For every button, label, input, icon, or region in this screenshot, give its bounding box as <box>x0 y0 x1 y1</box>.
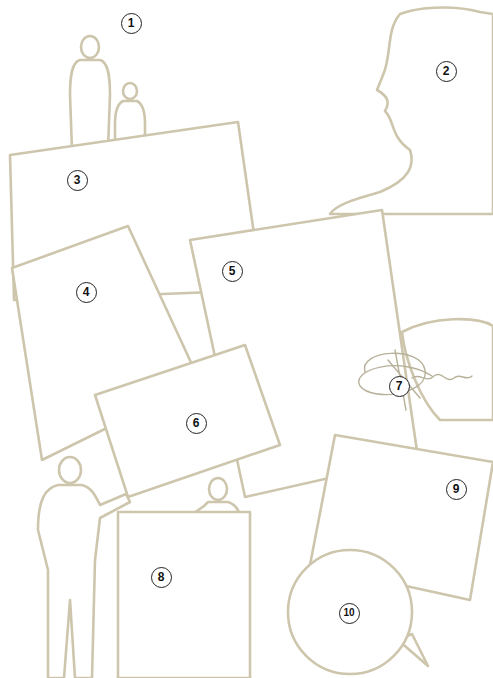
person-silhouette <box>123 83 137 99</box>
picture-frame <box>118 512 250 678</box>
person-silhouette <box>81 36 99 58</box>
person-silhouette <box>209 478 227 500</box>
callout-number: 3 <box>67 170 88 191</box>
signature-bubble <box>402 319 493 420</box>
speech-circle <box>288 550 412 674</box>
callout-number: 6 <box>186 413 207 434</box>
callout-number: 2 <box>436 61 457 82</box>
callout-number: 5 <box>222 261 243 282</box>
callout-number: 8 <box>151 567 172 588</box>
callout-number: 7 <box>389 376 410 397</box>
callout-number: 9 <box>446 479 467 500</box>
person-silhouette <box>59 457 81 483</box>
callout-number: 4 <box>76 282 97 303</box>
person-silhouette <box>38 485 130 678</box>
callout-number: 10 <box>339 603 360 624</box>
head-silhouette <box>330 8 493 214</box>
callout-number: 1 <box>121 13 142 34</box>
signature-scribble <box>359 350 472 410</box>
picture-frame <box>95 345 280 497</box>
person-silhouette <box>70 60 110 150</box>
signature-scribble <box>388 350 420 410</box>
signature-scribble <box>412 374 472 379</box>
